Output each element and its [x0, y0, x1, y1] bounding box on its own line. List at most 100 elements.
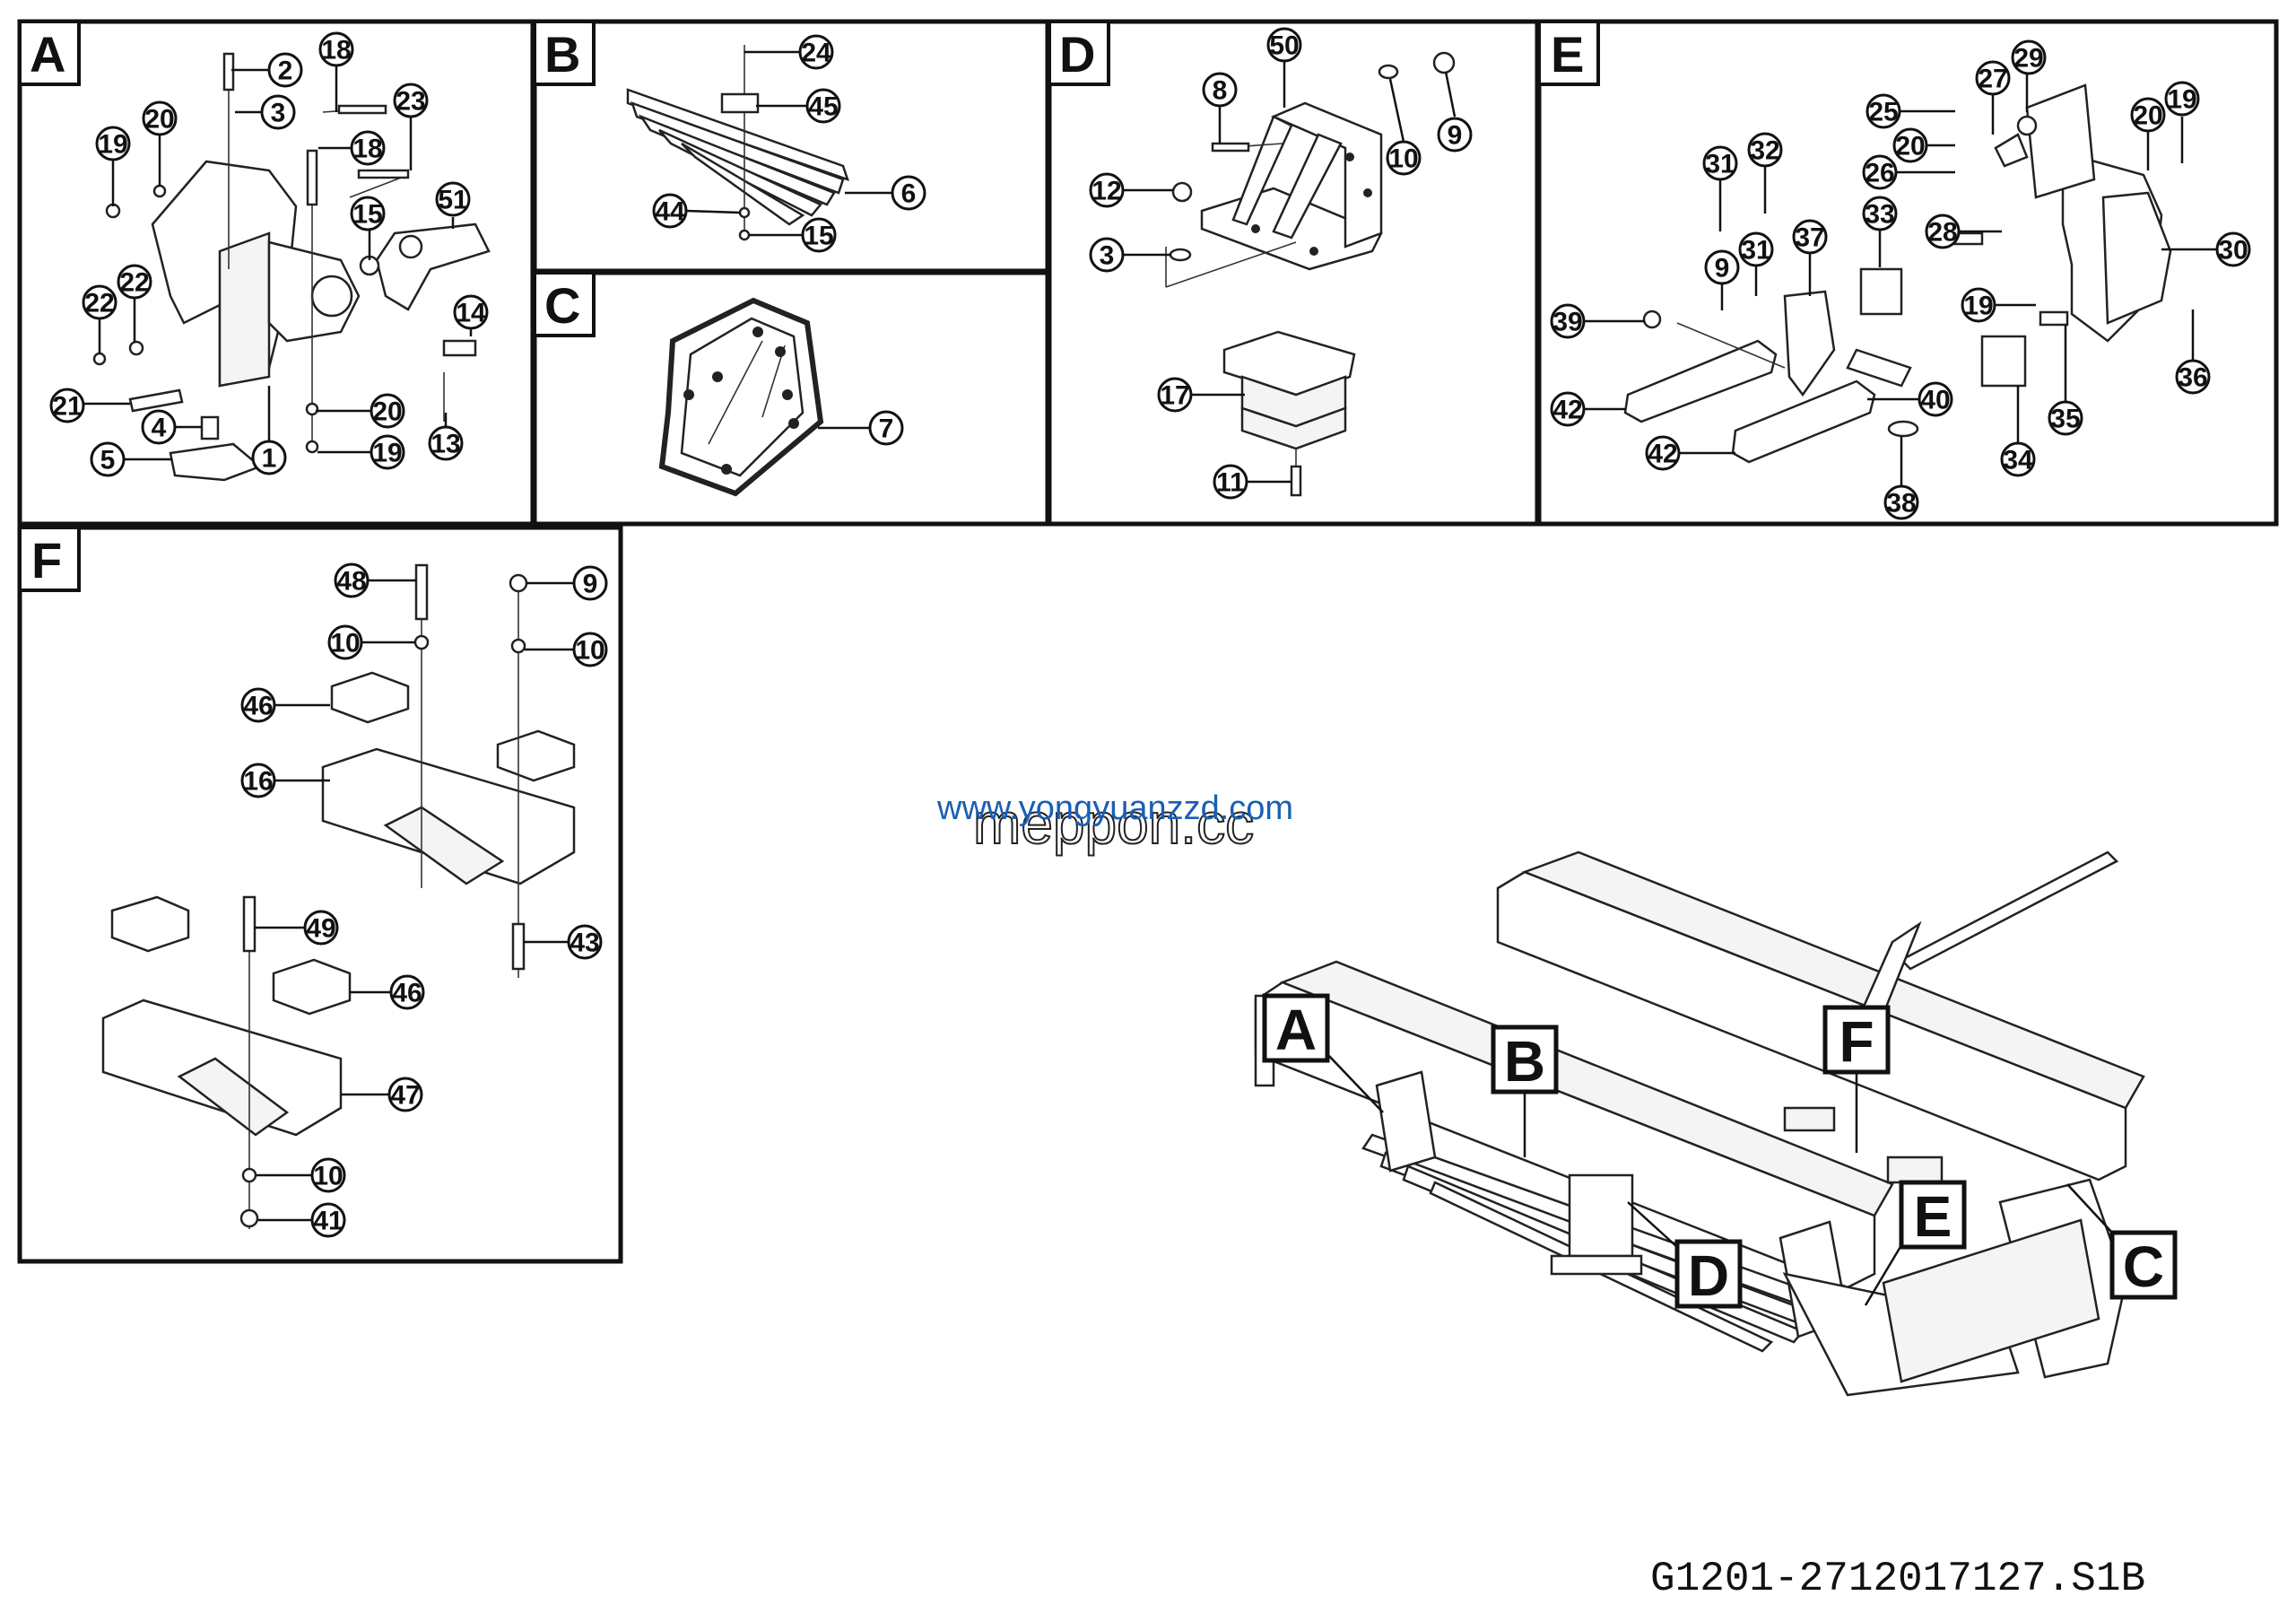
svg-text:30: 30 — [2218, 236, 2248, 266]
callout-f-41: 41 — [258, 1202, 346, 1238]
svg-text:33: 33 — [1865, 200, 1894, 230]
callout-d-17: 17 — [1157, 377, 1245, 413]
svg-text:36: 36 — [2178, 363, 2207, 393]
svg-text:48: 48 — [336, 567, 366, 597]
callout-d-8: 8 — [1202, 72, 1238, 144]
svg-text:20: 20 — [1895, 132, 1925, 161]
overview-tags: A B F E D C — [1262, 993, 2178, 1309]
callout-a-21: 21 — [49, 388, 130, 423]
svg-text:32: 32 — [1750, 136, 1779, 166]
svg-text:45: 45 — [808, 92, 838, 122]
callout-d-11: 11 — [1213, 464, 1292, 500]
callout-b-44: 44 — [652, 193, 741, 229]
svg-text:16: 16 — [243, 767, 273, 797]
svg-text:12: 12 — [1091, 177, 1121, 206]
svg-text:42: 42 — [1648, 440, 1677, 469]
callout-e-42a: 42 — [1550, 391, 1625, 427]
svg-text:47: 47 — [390, 1081, 420, 1111]
callout-f-43: 43 — [524, 924, 603, 960]
callout-d-12: 12 — [1089, 172, 1173, 208]
callouts: 2 18 3 19 20 23 18 15 51 22 22 14 21 4 2… — [49, 27, 2251, 1238]
svg-text:26: 26 — [1865, 159, 1894, 188]
svg-text:17: 17 — [1160, 381, 1189, 411]
panel-f-drawing — [101, 563, 576, 1229]
callout-e-33: 33 — [1862, 196, 1898, 267]
svg-text:44: 44 — [655, 197, 685, 227]
svg-text:20: 20 — [144, 105, 174, 135]
callout-a-20b: 20 — [316, 393, 405, 429]
svg-text:7: 7 — [879, 414, 894, 444]
callout-a-4: 4 — [141, 409, 202, 445]
svg-text:22: 22 — [84, 289, 114, 318]
panel-b-drawing — [626, 45, 849, 241]
svg-text:6: 6 — [901, 179, 917, 209]
callout-f-10b: 10 — [525, 632, 608, 667]
callout-c-7: 7 — [818, 410, 904, 446]
panel-a-drawing — [92, 52, 491, 482]
watermark-meppon: meppon.cc — [973, 791, 1254, 856]
svg-text:4: 4 — [152, 414, 167, 443]
callout-e-40: 40 — [1867, 381, 1953, 417]
panel-frames — [17, 19, 2279, 1264]
svg-text:23: 23 — [396, 87, 425, 117]
callout-a-19: 19 — [95, 126, 131, 206]
callout-a-51: 51 — [435, 181, 471, 229]
svg-text:34: 34 — [2003, 446, 2033, 475]
svg-text:51: 51 — [438, 186, 467, 215]
callout-d-3: 3 — [1089, 237, 1171, 273]
callout-e-27: 27 — [1975, 60, 2011, 135]
callout-a-18b: 18 — [318, 130, 386, 166]
svg-text:21: 21 — [52, 392, 82, 422]
svg-text:2: 2 — [278, 57, 293, 86]
svg-text:29: 29 — [2013, 44, 2043, 74]
callout-f-49: 49 — [255, 910, 339, 946]
svg-text:18: 18 — [321, 36, 351, 65]
svg-text:31: 31 — [1705, 150, 1735, 179]
overview-tag-c: C — [2066, 1183, 2178, 1300]
callout-b-6: 6 — [845, 175, 926, 211]
callout-e-38: 38 — [1883, 436, 1919, 520]
callout-e-25: 25 — [1866, 93, 1955, 129]
svg-text:15: 15 — [804, 222, 833, 251]
callout-f-46b: 46 — [350, 974, 425, 1010]
svg-text:50: 50 — [1269, 31, 1299, 61]
svg-text:10: 10 — [575, 636, 604, 666]
svg-text:3: 3 — [1100, 241, 1115, 271]
callout-f-47: 47 — [341, 1077, 423, 1112]
svg-text:20: 20 — [372, 397, 402, 427]
callout-f-16: 16 — [240, 763, 330, 798]
svg-text:A: A — [1275, 998, 1317, 1062]
svg-text:40: 40 — [1920, 386, 1950, 415]
panel-e-label: E — [1551, 26, 1584, 83]
svg-text:38: 38 — [1886, 489, 1916, 519]
svg-text:49: 49 — [306, 914, 335, 944]
svg-text:35: 35 — [2050, 405, 2080, 434]
callout-a-2: 2 — [231, 52, 303, 88]
callout-e-9: 9 — [1704, 249, 1740, 310]
svg-text:18: 18 — [352, 135, 382, 164]
panel-b-frame — [532, 19, 1050, 274]
svg-text:19: 19 — [1963, 292, 1993, 321]
svg-text:24: 24 — [801, 39, 831, 68]
overview-tag-e: E — [1864, 1180, 1967, 1306]
svg-text:19: 19 — [98, 130, 127, 160]
callout-e-35: 35 — [2048, 325, 2083, 436]
callout-a-1: 1 — [251, 386, 287, 475]
overview-tag-a: A — [1262, 993, 1384, 1113]
callout-a-3: 3 — [235, 94, 296, 130]
panel-d-drawing — [1165, 51, 1456, 497]
svg-text:11: 11 — [1216, 468, 1245, 498]
callout-e-29: 29 — [2011, 39, 2047, 112]
callout-a-23: 23 — [393, 83, 429, 170]
panel-c-label: C — [544, 277, 580, 334]
svg-text:9: 9 — [1448, 121, 1463, 151]
callout-e-36: 36 — [2175, 310, 2211, 395]
drawing-code: G1201-2712017127.S1B — [1650, 1556, 2145, 1602]
panel-e-drawing — [1623, 83, 2172, 464]
svg-text:46: 46 — [243, 692, 273, 721]
overview-tag-d: D — [1627, 1201, 1743, 1309]
svg-text:39: 39 — [1552, 308, 1582, 337]
svg-text:27: 27 — [1978, 65, 2007, 94]
panel-b-label: B — [544, 26, 580, 83]
svg-text:5: 5 — [100, 446, 116, 475]
